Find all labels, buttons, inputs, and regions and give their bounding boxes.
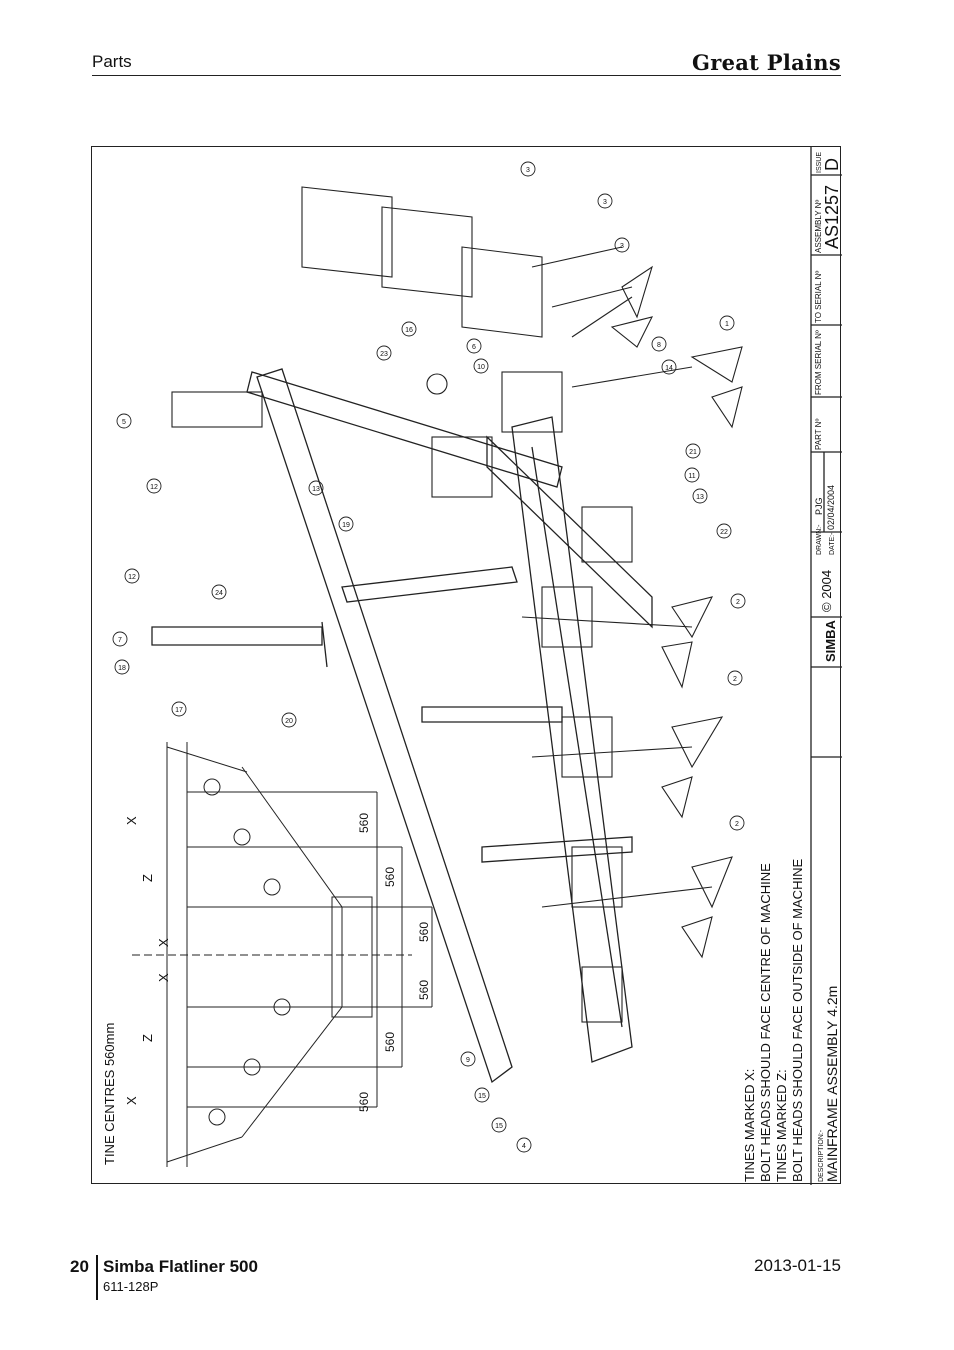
callout-number: 23 — [380, 351, 388, 358]
note-line-4: BOLT HEADS SHOULD FACE OUTSIDE OF MACHIN… — [790, 859, 805, 1182]
callout-number: 2 — [733, 676, 737, 683]
tine-mark: X — [156, 973, 171, 982]
callout-number: 13 — [696, 494, 704, 501]
publication-date: 2013-01-15 — [754, 1256, 841, 1275]
tine-mark: Z — [140, 874, 155, 882]
tine-mark: X — [124, 816, 139, 825]
callout-number: 19 — [342, 522, 350, 529]
callout-number: 4 — [522, 1143, 526, 1150]
callout-number: 15 — [478, 1093, 486, 1100]
simba-logo: SIMBA — [823, 620, 838, 663]
note-line-3: TINES MARKED Z: — [774, 1069, 789, 1182]
callout-number: 16 — [405, 327, 413, 334]
brand-logo: Great Plains — [691, 50, 841, 75]
callout-number: 7 — [118, 637, 122, 644]
drawing-canvas: DESCRIPTION:- MAINFRAME ASSEMBLY 4.2m © … — [102, 147, 842, 1185]
copyright: © 2004 — [819, 570, 834, 612]
drawn-value: PJG — [814, 497, 824, 515]
spacing-label: 560 — [417, 980, 431, 1000]
callout-number: 21 — [689, 449, 697, 456]
assembly-label: ASSEMBLY Nº — [814, 200, 823, 253]
callout-number: 5 — [122, 419, 126, 426]
callout-number: 22 — [720, 529, 728, 536]
callout-number: 3 — [526, 167, 530, 174]
callout-number: 1 — [725, 321, 729, 328]
callout-number: 9 — [466, 1057, 470, 1064]
from-serial-label: FROM SERIAL Nº — [814, 330, 823, 395]
description-label: DESCRIPTION:- — [818, 1129, 825, 1182]
tine-mark: Z — [140, 1034, 155, 1042]
note-line-2: BOLT HEADS SHOULD FACE CENTRE OF MACHINE — [758, 863, 773, 1182]
spacing-label: 560 — [383, 1032, 397, 1052]
callout-number: 2 — [735, 821, 739, 828]
footer-divider — [96, 1255, 98, 1300]
to-serial-label: TO SERIAL Nº — [814, 271, 823, 323]
callout-number: 15 — [495, 1123, 503, 1130]
callout-number: 6 — [472, 344, 476, 351]
drawn-label: DRAWN:- — [816, 524, 823, 555]
manual-part-number: 611-128P — [103, 1279, 159, 1294]
callout-number: 20 — [285, 718, 293, 725]
parts-drawing: DESCRIPTION:- MAINFRAME ASSEMBLY 4.2m © … — [91, 146, 842, 1185]
issue-value: D — [822, 158, 842, 171]
date-value: 02/04/2004 — [826, 485, 836, 530]
spacing-label: 560 — [417, 922, 431, 942]
part-no-label: PART Nº — [814, 419, 823, 450]
tine-centres-label: TINE CENTRES 560mm — [102, 1023, 117, 1165]
header-rule — [92, 75, 841, 76]
spacing-label: 560 — [383, 867, 397, 887]
assembly-number: AS1257 — [822, 185, 842, 249]
description-text: MAINFRAME ASSEMBLY 4.2m — [824, 986, 840, 1182]
spacing-label: 560 — [357, 1092, 371, 1112]
manual-title: Simba Flatliner 500 — [103, 1257, 258, 1276]
date-label: DATE:- — [829, 532, 836, 555]
callout-number: 8 — [657, 342, 661, 349]
callout-number: 13 — [312, 486, 320, 493]
callout-number: 3 — [620, 243, 624, 250]
callout-number: 2 — [736, 599, 740, 606]
tine-mark: X — [156, 938, 171, 947]
callout-number: 3 — [603, 199, 607, 206]
tine-mark: X — [124, 1096, 139, 1105]
section-label: Parts — [92, 52, 132, 71]
callout-number: 18 — [118, 665, 126, 672]
callout-number: 24 — [215, 590, 223, 597]
spacing-label: 560 — [357, 813, 371, 833]
callout-number: 12 — [150, 484, 158, 491]
note-line-1: TINES MARKED X: — [742, 1069, 757, 1182]
callout-number: 14 — [665, 365, 673, 372]
issue-label: ISSUE — [816, 152, 823, 173]
callout-number: 12 — [128, 574, 136, 581]
callout-number: 11 — [688, 473, 695, 480]
callout-number: 10 — [477, 364, 485, 371]
callout-number: 17 — [175, 707, 183, 714]
page-number: 20 — [70, 1257, 89, 1276]
